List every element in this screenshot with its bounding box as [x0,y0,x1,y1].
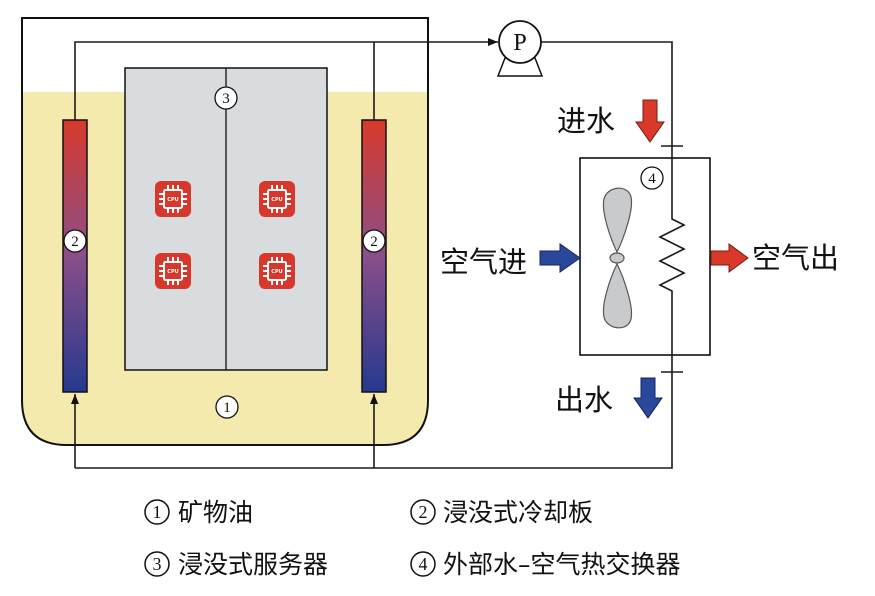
coolant-loop [71,38,686,469]
heat-exchanger-marker-circle [640,166,664,190]
supply-pipe [74,38,498,120]
legend-label: 浸没式服务器 [178,550,328,579]
legend-marker-number: 4 [419,554,428,574]
cpu-chip-icon: CPU [259,181,295,217]
air-out-indicator: 空气出 [710,241,839,275]
legend: 1 矿物油 2 浸没式冷却板 3 浸没式服务器 4 外部水–空气热交换器 [144,498,681,579]
cold-plate-marker-number: 2 [370,234,378,250]
arrow-right-icon [710,243,749,273]
legend-marker-number: 1 [153,502,162,522]
heat-exchanger-housing [579,157,711,356]
legend-item: 3 浸没式服务器 [144,550,328,579]
chip-pins [159,257,187,285]
pump-body [498,20,542,64]
return-pipe [75,355,673,469]
arrow-down-icon [633,377,663,419]
immersion-server: CPU CPU CPU CPU 3 [124,67,328,371]
fan-blade-top [602,187,633,254]
chip-label: CPU [167,269,178,275]
legend-item: 4 外部水–空气热交换器 [410,550,681,579]
legend-marker-circle [410,551,436,577]
pump-to-exchanger-pipe [541,41,673,158]
water-in-label: 进水 [557,104,615,138]
cold-plate-marker-circle [63,229,87,253]
cold-plate-left: 2 [62,119,88,393]
water-out-indicator: 出水 [555,377,663,419]
cpu-chip-icon: CPU [259,253,295,289]
legend-item: 1 矿物油 [144,498,253,527]
cold-plate-right: 2 [361,119,387,393]
chip-label: CPU [271,269,282,275]
fan-icon [602,187,633,329]
legend-item: 2 浸没式冷却板 [410,498,593,527]
chip-pins [263,257,291,285]
arrow-right-icon [539,243,581,273]
tank-marker-number: 1 [223,400,231,416]
legend-marker-number: 3 [153,554,162,574]
legend-marker-circle [144,551,170,577]
air-out-label: 空气出 [752,241,839,275]
tank-marker-circle [215,395,239,419]
pump-label: P [513,30,526,56]
chip-pins [263,185,291,213]
legend-marker-circle [410,499,436,525]
water-in-indicator: 进水 [557,99,665,143]
chip-pins [159,185,187,213]
legend-label: 浸没式冷却板 [443,498,593,527]
air-in-indicator: 空气进 [440,243,581,279]
chip-label: CPU [167,197,178,203]
pump-icon: P [496,20,544,77]
chip-label: CPU [271,197,282,203]
heat-exchanger-marker-number: 4 [648,171,656,187]
heat-exchanger: 4 [579,157,711,356]
server-marker-circle [214,86,238,110]
cold-plate-marker-number: 2 [71,234,79,250]
tank-wall [21,17,429,446]
server-marker-number: 3 [222,91,230,107]
cpu-chip-icon: CPU [155,181,191,217]
cold-plate-body [62,119,88,393]
coil-icon [658,158,686,355]
legend-label: 矿物油 [178,498,253,527]
tank-marker: 1 [215,395,239,419]
water-out-label: 出水 [555,383,613,417]
arrow-down-icon [635,99,665,143]
legend-marker-circle [144,499,170,525]
legend-marker-number: 2 [419,502,428,522]
cold-plate-body [361,119,387,393]
fan-blade-bottom [602,262,633,329]
legend-label: 外部水–空气热交换器 [443,550,681,579]
server-marker: 3 [214,86,238,110]
cpu-chip-icon: CPU [155,253,191,289]
cold-plate-marker-circle [362,229,386,253]
air-in-label: 空气进 [440,245,527,279]
heat-exchanger-marker: 4 [640,166,664,190]
fan-hub [609,252,625,264]
